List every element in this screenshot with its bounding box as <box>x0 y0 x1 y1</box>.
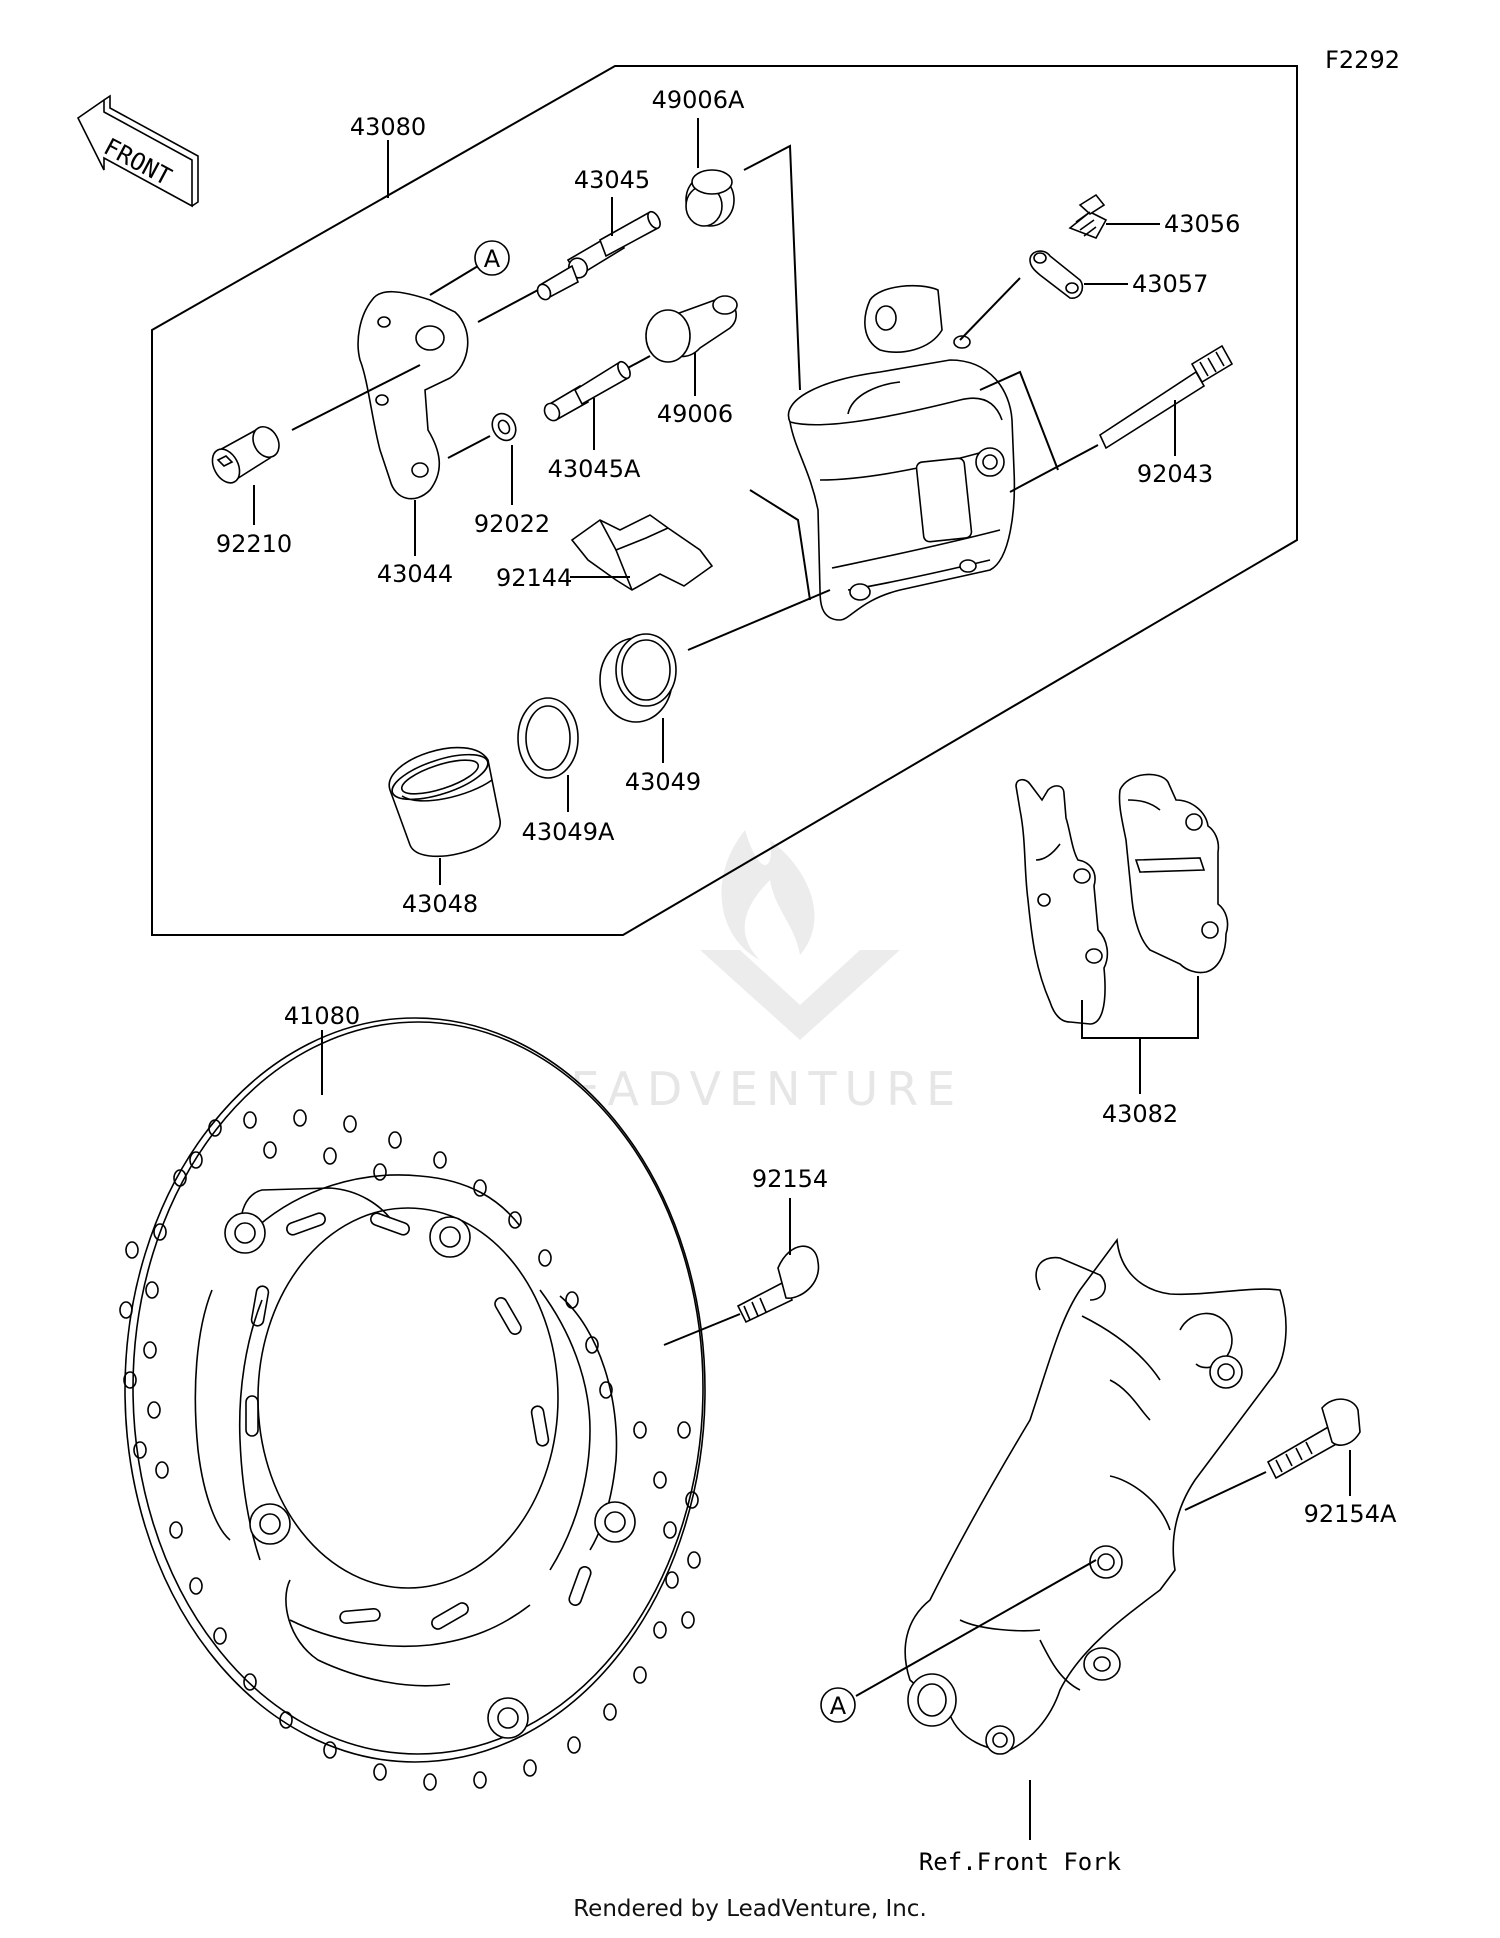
disc-slots <box>245 1212 592 1630</box>
figure-code: F2292 <box>1325 46 1400 74</box>
ref-a-top: A <box>484 245 501 273</box>
piston <box>388 746 501 858</box>
label-43049: 43049 <box>625 768 701 796</box>
label-43045: 43045 <box>574 166 650 194</box>
label-43044: 43044 <box>377 560 453 588</box>
caliper-bolt <box>1266 1398 1361 1480</box>
brake-pad-left <box>1015 778 1109 1025</box>
label-92043: 92043 <box>1137 460 1213 488</box>
label-41080: 41080 <box>284 1002 360 1030</box>
piston-seal-cup <box>685 169 735 227</box>
caliper-assy-boundary <box>151 65 1298 936</box>
leadventure-watermark: LEADVENTURE <box>537 830 964 1116</box>
disc-holes <box>119 1109 701 1791</box>
label-43048: 43048 <box>402 890 478 918</box>
footer-credit: Rendered by LeadVenture, Inc. <box>573 1896 927 1922</box>
label-43080: 43080 <box>350 113 426 141</box>
caliper-bracket <box>357 290 469 500</box>
label-92022: 92022 <box>474 510 550 538</box>
disc-bolt <box>736 1245 820 1324</box>
disc-bolt-circle <box>224 1212 636 1739</box>
label-43049A: 43049A <box>522 818 615 846</box>
fork-ref-label: Ref.Front Fork <box>919 1848 1122 1876</box>
pad-spring <box>570 514 714 591</box>
front-fork <box>904 1237 1287 1755</box>
label-43045A: 43045A <box>548 455 641 483</box>
slide-pin-a <box>536 210 661 301</box>
label-43056: 43056 <box>1164 210 1240 238</box>
ref-a-bottom: A <box>830 1692 847 1720</box>
bleeder-cap <box>1029 250 1084 299</box>
front-arrow-icon: FRONT <box>76 94 199 208</box>
collar <box>211 425 280 484</box>
pad-pin <box>1098 344 1234 450</box>
label-49006: 49006 <box>657 400 733 428</box>
slide-pin-b <box>543 360 631 422</box>
label-92144: 92144 <box>496 564 572 592</box>
label-43082: 43082 <box>1102 1100 1178 1128</box>
dust-seal <box>517 697 579 779</box>
pin-boot <box>645 295 738 363</box>
label-92210: 92210 <box>216 530 292 558</box>
label-49006A: 49006A <box>652 86 745 114</box>
label-43057: 43057 <box>1132 270 1208 298</box>
bleeder-valve <box>1068 193 1108 239</box>
watermark-text: LEADVENTURE <box>537 1062 964 1116</box>
label-92154A: 92154A <box>1304 1500 1397 1528</box>
brake-disc <box>119 1017 706 1791</box>
label-92154: 92154 <box>752 1165 828 1193</box>
caliper-body <box>787 284 1016 621</box>
piston-seal <box>599 633 677 723</box>
brake-pad-right <box>1118 773 1229 974</box>
